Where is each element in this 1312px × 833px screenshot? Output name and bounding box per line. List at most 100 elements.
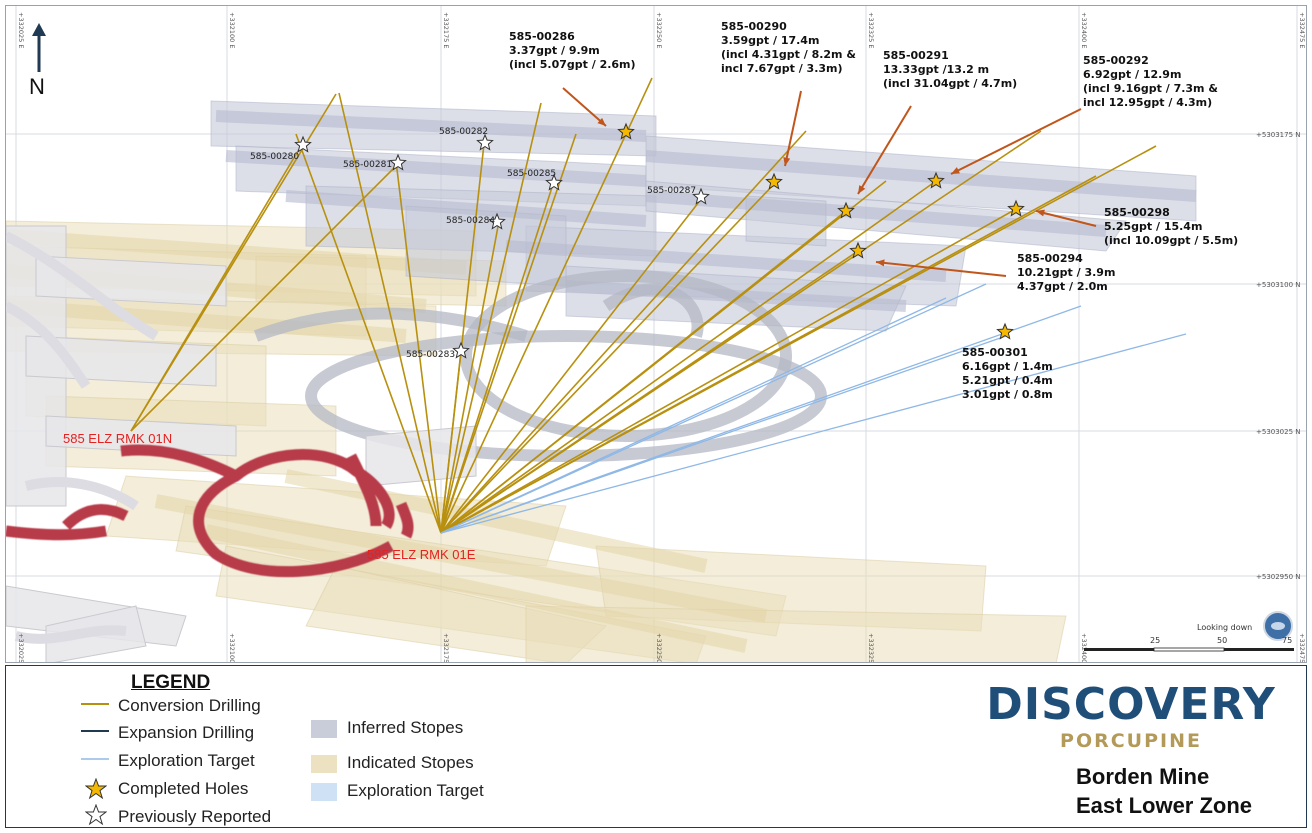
north-label: N xyxy=(29,74,45,99)
elz-ramp xyxy=(6,444,414,578)
easting-label: +332250 E xyxy=(655,12,663,48)
callout-assay-line: 5.21gpt / 0.4m xyxy=(962,374,1053,387)
conversion-drill-trace xyxy=(440,180,887,534)
callout-hole-id: 585-00286 xyxy=(509,30,575,43)
conversion-drilling-swatch xyxy=(81,703,109,705)
callout-assay-line: (incl 9.16gpt / 7.3m & xyxy=(1083,82,1218,95)
callout-assay-line: 6.16gpt / 1.4m xyxy=(962,360,1053,373)
exploration-target-swatch xyxy=(311,783,337,801)
easting-label: +332025 E xyxy=(17,633,25,663)
conversion-drill-trace xyxy=(130,165,397,432)
callout-hole-id: 585-00292 xyxy=(1083,54,1149,67)
completed-hole-star-icon xyxy=(927,171,945,189)
northing-label: +5303100 N xyxy=(1256,281,1301,289)
west-tunnels xyxy=(6,231,159,644)
conversion-drill-trace xyxy=(440,250,859,534)
previously-reported-star-icon xyxy=(389,153,407,171)
coordinate-labels: +332025 E+332025 E+332100 E+332100 E+332… xyxy=(17,12,1306,663)
scale-label-50: 50 xyxy=(1217,636,1227,645)
callout-assay-line: (incl 10.09gpt / 5.5m) xyxy=(1104,234,1238,247)
callout-assay-line: 3.37gpt / 9.9m xyxy=(509,44,600,57)
conversion-drill-trace xyxy=(440,77,653,534)
previously-reported-label: 585-00284 xyxy=(446,216,495,226)
callout-hole-id: 585-00291 xyxy=(883,49,949,62)
callout-assay-line: 10.21gpt / 3.9m xyxy=(1017,266,1115,279)
callout-arrowhead-icon xyxy=(597,117,606,126)
callout-assay-line: 5.25gpt / 15.4m xyxy=(1104,220,1202,233)
callout-assay-line: 3.01gpt / 0.8m xyxy=(962,388,1053,401)
exploration-drill-trace xyxy=(440,297,947,534)
easting-label: +332325 E xyxy=(867,12,875,48)
easting-label: +332100 E xyxy=(228,633,236,663)
callout-arrowhead-icon xyxy=(858,185,866,194)
easting-label: +332400 E xyxy=(1080,633,1088,663)
callout-arrow xyxy=(1035,210,1097,227)
conversion-drill-trace xyxy=(338,92,442,534)
completed-hole-star-icon xyxy=(837,201,855,219)
previously-reported-star-icon xyxy=(452,341,470,359)
legend-previously-reported: Previously Reported xyxy=(118,807,272,826)
previously-reported-star-icon xyxy=(692,187,710,205)
previously-reported-label: 585-00285 xyxy=(507,169,556,179)
brand-sub: PORCUPINE xyxy=(1060,730,1202,752)
completed-hole-star-icon xyxy=(1007,199,1025,217)
northing-label: +5303175 N xyxy=(1256,131,1301,139)
previously-reported-label: 585-00281 xyxy=(343,160,392,170)
previously-reported-label: 585-00280 xyxy=(250,152,299,162)
legend-indicated-stopes: Indicated Stopes xyxy=(347,753,474,772)
view-label: Looking down xyxy=(1197,623,1252,632)
legend-expansion-drilling: Expansion Drilling xyxy=(118,723,255,742)
previously-reported-star-icon xyxy=(294,135,312,153)
easting-label: +332250 E xyxy=(655,633,663,663)
previously-reported-label: 585-00283 xyxy=(406,350,455,360)
northing-label: +5303025 N xyxy=(1256,428,1301,436)
easting-label: +332175 E xyxy=(442,12,450,48)
callout-assay-line: incl 12.95gpt / 4.3m) xyxy=(1083,96,1212,109)
callout-arrow xyxy=(950,108,1082,175)
easting-label: +332325 E xyxy=(867,633,875,663)
previously-reported-star-icon xyxy=(545,173,563,191)
legend-exploration-target-area: Exploration Target xyxy=(347,781,484,800)
legend-completed-holes: Completed Holes xyxy=(118,779,249,798)
callout-arrowhead-icon xyxy=(951,167,960,174)
completed-hole-star-icon xyxy=(996,322,1014,340)
conversion-drill-trace xyxy=(440,181,777,534)
conversion-drill-trace xyxy=(440,208,1017,534)
conversion-drill-trace xyxy=(440,350,462,534)
exploration-drill-trace xyxy=(440,333,1187,534)
conversion-drill-trace xyxy=(295,133,442,534)
development-drifts xyxy=(253,270,827,462)
easting-label: +332400 E xyxy=(1080,12,1088,48)
conversion-drill-trace xyxy=(440,197,703,534)
expansion-drilling-swatch xyxy=(81,730,109,732)
easting-label: +332175 E xyxy=(442,633,450,663)
completed-hole-star-icon xyxy=(617,122,635,140)
indicated-stopes-swatch xyxy=(311,755,337,773)
completed-hole-star-icon xyxy=(765,172,783,190)
callout-hole-id: 585-00290 xyxy=(721,20,787,33)
inferred-stopes-swatch xyxy=(311,720,337,738)
legend-conversion-drilling: Conversion Drilling xyxy=(118,696,261,715)
callout-arrowhead-icon xyxy=(876,259,885,267)
completed-hole-star-icon xyxy=(849,241,867,259)
previously-reported-label: 585-00287 xyxy=(647,186,696,196)
ramp-label-rmk01e: 585 ELZ RMK 01E xyxy=(367,547,476,562)
mine-title-line1: Borden Mine xyxy=(1076,764,1210,789)
ramp-label-rmk01n: 585 ELZ RMK 01N xyxy=(63,431,172,446)
callout-hole-id: 585-00301 xyxy=(962,346,1028,359)
callout-hole-id: 585-00298 xyxy=(1104,206,1170,219)
callout-assay-line: incl 7.67gpt / 3.3m) xyxy=(721,62,843,75)
callout-arrow xyxy=(562,87,607,127)
scale-label-75: 75 xyxy=(1282,636,1292,645)
callout-arrowhead-icon xyxy=(783,157,791,166)
conversion-drill-trace xyxy=(130,145,302,432)
conversion-drill-trace xyxy=(440,180,555,534)
drill-hole-markers: 585-00280585-00281585-00282585-00283585-… xyxy=(250,122,1025,360)
conversion-drill-trace xyxy=(440,175,1097,534)
conversion-drill-trace xyxy=(440,133,577,534)
legend-title: LEGEND xyxy=(131,672,211,693)
